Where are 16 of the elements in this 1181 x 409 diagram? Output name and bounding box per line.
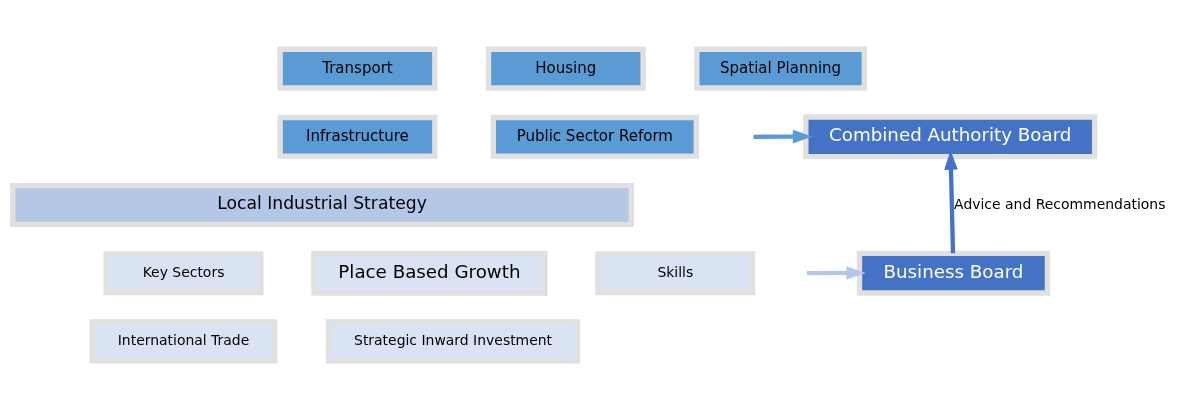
node-box: Local Industrial Strategy: [10, 182, 634, 227]
arrow: [753, 129, 813, 143]
node-box: Place Based Growth: [311, 250, 548, 296]
node-box: Housing: [485, 46, 646, 91]
arrow: [806, 265, 866, 280]
node-box: Public Sector Reform: [490, 114, 699, 159]
edge-label: Advice and Recommendations: [954, 195, 1166, 212]
node-box: Strategic Inward Investment: [325, 318, 581, 363]
node-box: Spatial Planning: [694, 46, 867, 91]
node-box: Business Board: [856, 250, 1051, 296]
node-box: Transport: [277, 46, 438, 91]
node-box: Combined Authority Board: [803, 113, 1098, 159]
node-box: Skills: [595, 250, 756, 295]
node-box: Key Sectors: [103, 250, 264, 295]
node-box: Infrastructure: [277, 114, 438, 159]
node-box: International Trade: [89, 318, 278, 363]
